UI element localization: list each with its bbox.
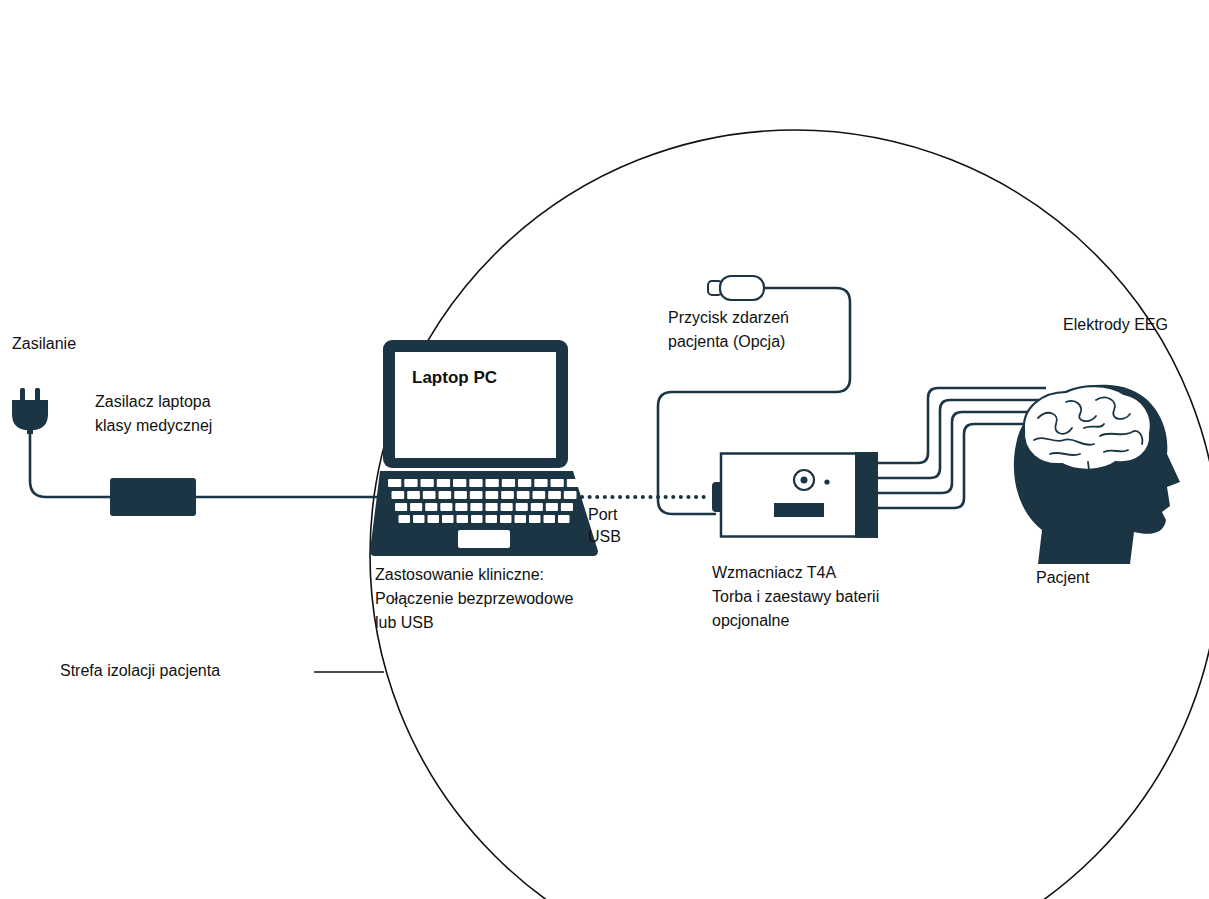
event-button: Przycisk zdarzeń pacjenta (Opcja) xyxy=(706,275,766,301)
leader-line xyxy=(314,671,384,673)
amplifier-icon xyxy=(712,452,878,538)
patient-head: Pacjent xyxy=(1004,378,1180,564)
plug-icon xyxy=(8,388,52,434)
zone-label: Strefa izolacji pacjenta xyxy=(60,660,310,682)
node-caption: Torba i zaestawy baterii opcjonalne xyxy=(712,585,907,633)
node-caption: Zastosowanie kliniczne: Połączenie bezpr… xyxy=(375,563,585,635)
adapter-icon xyxy=(110,478,196,516)
electrodes-label: Elektrody EEG xyxy=(1063,314,1193,336)
power-plug: Zasilanie xyxy=(8,388,52,434)
usb-link xyxy=(582,495,709,499)
node-label: Wzmacniacz T4A xyxy=(712,561,912,585)
laptop: Laptop PCZastosowanie kliniczne: Połącze… xyxy=(370,340,598,556)
cable xyxy=(196,496,379,499)
node-label: Pacjent xyxy=(1036,566,1136,590)
node-label: Zasilanie xyxy=(12,332,122,356)
amplifier: Wzmacniacz T4ATorba i zaestawy baterii o… xyxy=(712,452,878,538)
node-label: Zasilacz laptopa klasy medycznej xyxy=(95,390,245,438)
cable xyxy=(30,434,110,497)
patient-head-icon xyxy=(1004,378,1180,564)
power-adapter: Zasilacz laptopa klasy medycznej xyxy=(110,478,196,516)
port-label: Port USB xyxy=(588,504,630,548)
node-label: Przycisk zdarzeń pacjenta (Opcja) xyxy=(668,306,818,354)
isolation-circle xyxy=(370,130,1209,899)
event-button-icon xyxy=(706,275,766,301)
screen-label: Laptop PC xyxy=(412,366,552,390)
